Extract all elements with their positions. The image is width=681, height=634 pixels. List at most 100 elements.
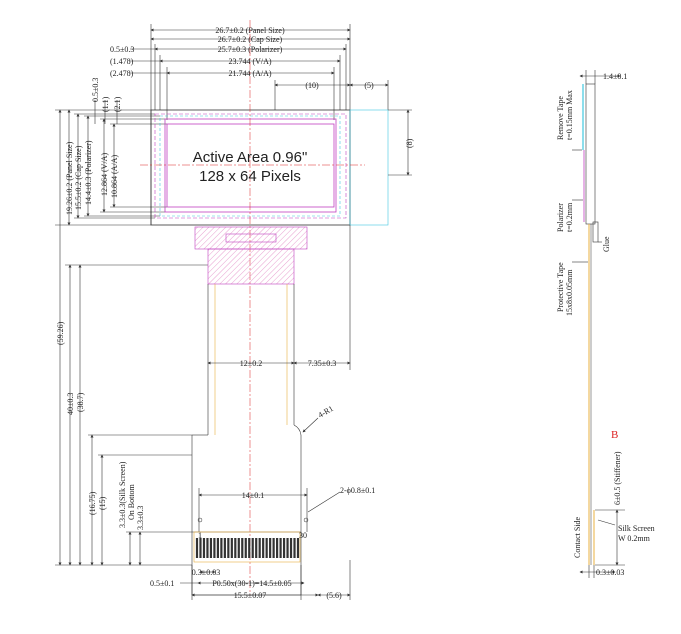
- silk-screen-side-label: Silk Screen: [618, 524, 655, 533]
- contact-pin: [255, 538, 258, 558]
- contact-pin: [276, 538, 279, 558]
- silk-33-label: 3.3±0.3: [136, 506, 145, 530]
- protective-tape-size-label: 15x8x0.05mm: [565, 269, 574, 316]
- contact-pin: [282, 538, 286, 558]
- contact-pin: [248, 538, 251, 558]
- fpc-sub-label: (38.7): [76, 392, 85, 412]
- top-21-label: (2.1): [113, 96, 122, 112]
- locating-hole-right: [303, 517, 309, 523]
- va-offset-label: (1.478): [110, 57, 134, 66]
- va-width-label: 23.744 (V/A): [228, 57, 271, 66]
- side-thickness-label: 1.4±0.1: [603, 72, 627, 81]
- contact-pin: [269, 538, 272, 558]
- contact-pin: [244, 538, 247, 558]
- viewing-area-outline: [164, 118, 337, 213]
- protective-tape-outline: [349, 109, 389, 226]
- contact-pin: [237, 538, 240, 558]
- contact-pin: [286, 538, 289, 558]
- aa-offset-label: (2.478): [110, 69, 134, 78]
- panel-height-label: 19.26±0.2 (Panel Size): [65, 141, 74, 215]
- contact-pin: [209, 538, 213, 558]
- stiffener-side-label: 6±0.5 (Stiffener): [613, 451, 622, 505]
- active-area-title: Active Area 0.96": [193, 149, 308, 166]
- fpc-neck-hatch: [207, 248, 295, 285]
- corner-radius-label: 4-R1: [317, 404, 335, 420]
- contact-pin: [220, 538, 223, 558]
- left-05-label: 0.5±0.1: [150, 579, 174, 588]
- contact-side-label: Contact Side: [573, 516, 582, 558]
- pixel-count-label: 128 x 64 Pixels: [199, 168, 301, 185]
- va-height-label: 12.864 (V/A): [100, 153, 109, 196]
- contact-pin: [279, 538, 282, 558]
- contact-pin: [258, 538, 261, 558]
- contact-pin: [293, 538, 296, 558]
- silk-screen-label: 3.3±0.3(Silk Screen): [118, 461, 127, 528]
- protective-tape-label: Protective Tape: [556, 262, 565, 312]
- contact-pin: [202, 538, 206, 558]
- polarizer-height-label: 14.4±0.3 (Polarizer): [84, 140, 93, 205]
- cap-outline: [154, 113, 347, 219]
- side-view: [572, 70, 625, 578]
- contact-pin: [234, 538, 237, 558]
- total-height-label: (59.26): [56, 321, 65, 345]
- contact-pin: [230, 538, 233, 558]
- remove-tape-thk-label: t=0.15mm Max: [565, 90, 574, 140]
- panel-body: (8) Active Area 0.96" 128 x 64 Pixels: [140, 20, 414, 595]
- pitch-small-label: 0.3±0.03: [192, 568, 220, 577]
- polarizer-side-label: Polarizer: [556, 203, 565, 232]
- top-dimension-lines: [130, 24, 389, 225]
- pin-row: [195, 538, 300, 558]
- holes-label: 2-ϕ0.8±0.1: [340, 486, 375, 495]
- contact-pin: [199, 538, 202, 558]
- dim-5-label: (5): [364, 81, 374, 90]
- side-panel: [585, 83, 596, 225]
- fpc-width-dimensions: [198, 225, 351, 532]
- fpc-neck: [194, 226, 308, 285]
- polarizer-offset-label: 0.5±0.3: [110, 45, 134, 54]
- dim-10-label: (10): [305, 81, 319, 90]
- cap-height-label: 15.5±0.2 (Cap Size): [74, 145, 83, 210]
- stiffener-outline: [193, 531, 301, 563]
- dim-56-label: (5.6): [326, 591, 342, 600]
- contact-pin: [296, 538, 300, 558]
- left-vertical-labels: 0.5±0.3 (1.1) (2.1) 19.26±0.2 (Panel Siz…: [56, 78, 145, 530]
- bottom-dimension-lines: [180, 560, 351, 600]
- contact-pin: [213, 538, 216, 558]
- silk-width-label: W 0.2mm: [618, 534, 651, 543]
- driver-ic: [225, 233, 277, 243]
- on-bottom-label: On Bottom: [127, 483, 136, 520]
- contact-pins: 1 30: [193, 517, 309, 563]
- dim-8-label: (8): [405, 138, 414, 148]
- pin-last-label: 30: [299, 531, 307, 540]
- stiffener-width-label: 15.5±0.07: [234, 591, 266, 600]
- top-11-label: (1.1): [101, 96, 110, 112]
- active-area-outline: [166, 123, 335, 208]
- fpc-length-label: 40±0.3: [66, 393, 75, 415]
- contact-pin: [216, 538, 219, 558]
- contact-pin: [262, 538, 265, 558]
- contact-pin: [206, 538, 209, 558]
- driver-ic-area: [194, 226, 308, 250]
- glue-label: Glue: [602, 236, 611, 252]
- pin-span-label: 14±0.1: [242, 491, 264, 500]
- section-b-label: B: [611, 429, 618, 441]
- locating-hole-left: [197, 517, 203, 523]
- pin-first-label: 1: [198, 531, 202, 540]
- contact-pin: [195, 538, 199, 558]
- contact-pin: [272, 538, 275, 558]
- top-05-label: 0.5±0.3: [91, 78, 100, 102]
- contact-pin: [223, 538, 226, 558]
- remove-tape-label: Remove Tape: [556, 96, 565, 140]
- stiffener-15-label: (15): [98, 496, 107, 510]
- contact-pin: [289, 538, 293, 558]
- contact-pin: [227, 538, 230, 558]
- polarizer-thk-label: t=0.2mm: [565, 202, 574, 232]
- left-dimension-lines: [55, 100, 208, 566]
- fpc-thickness-label: 0.3±0.03: [596, 568, 624, 577]
- fpc-width-label: 12±0.2: [240, 359, 262, 368]
- aa-height-label: 10.864 (A/A): [110, 155, 119, 198]
- glue-block: [592, 221, 599, 243]
- stiffener-height-label: (16.75): [88, 491, 97, 515]
- contact-pin: [241, 538, 244, 558]
